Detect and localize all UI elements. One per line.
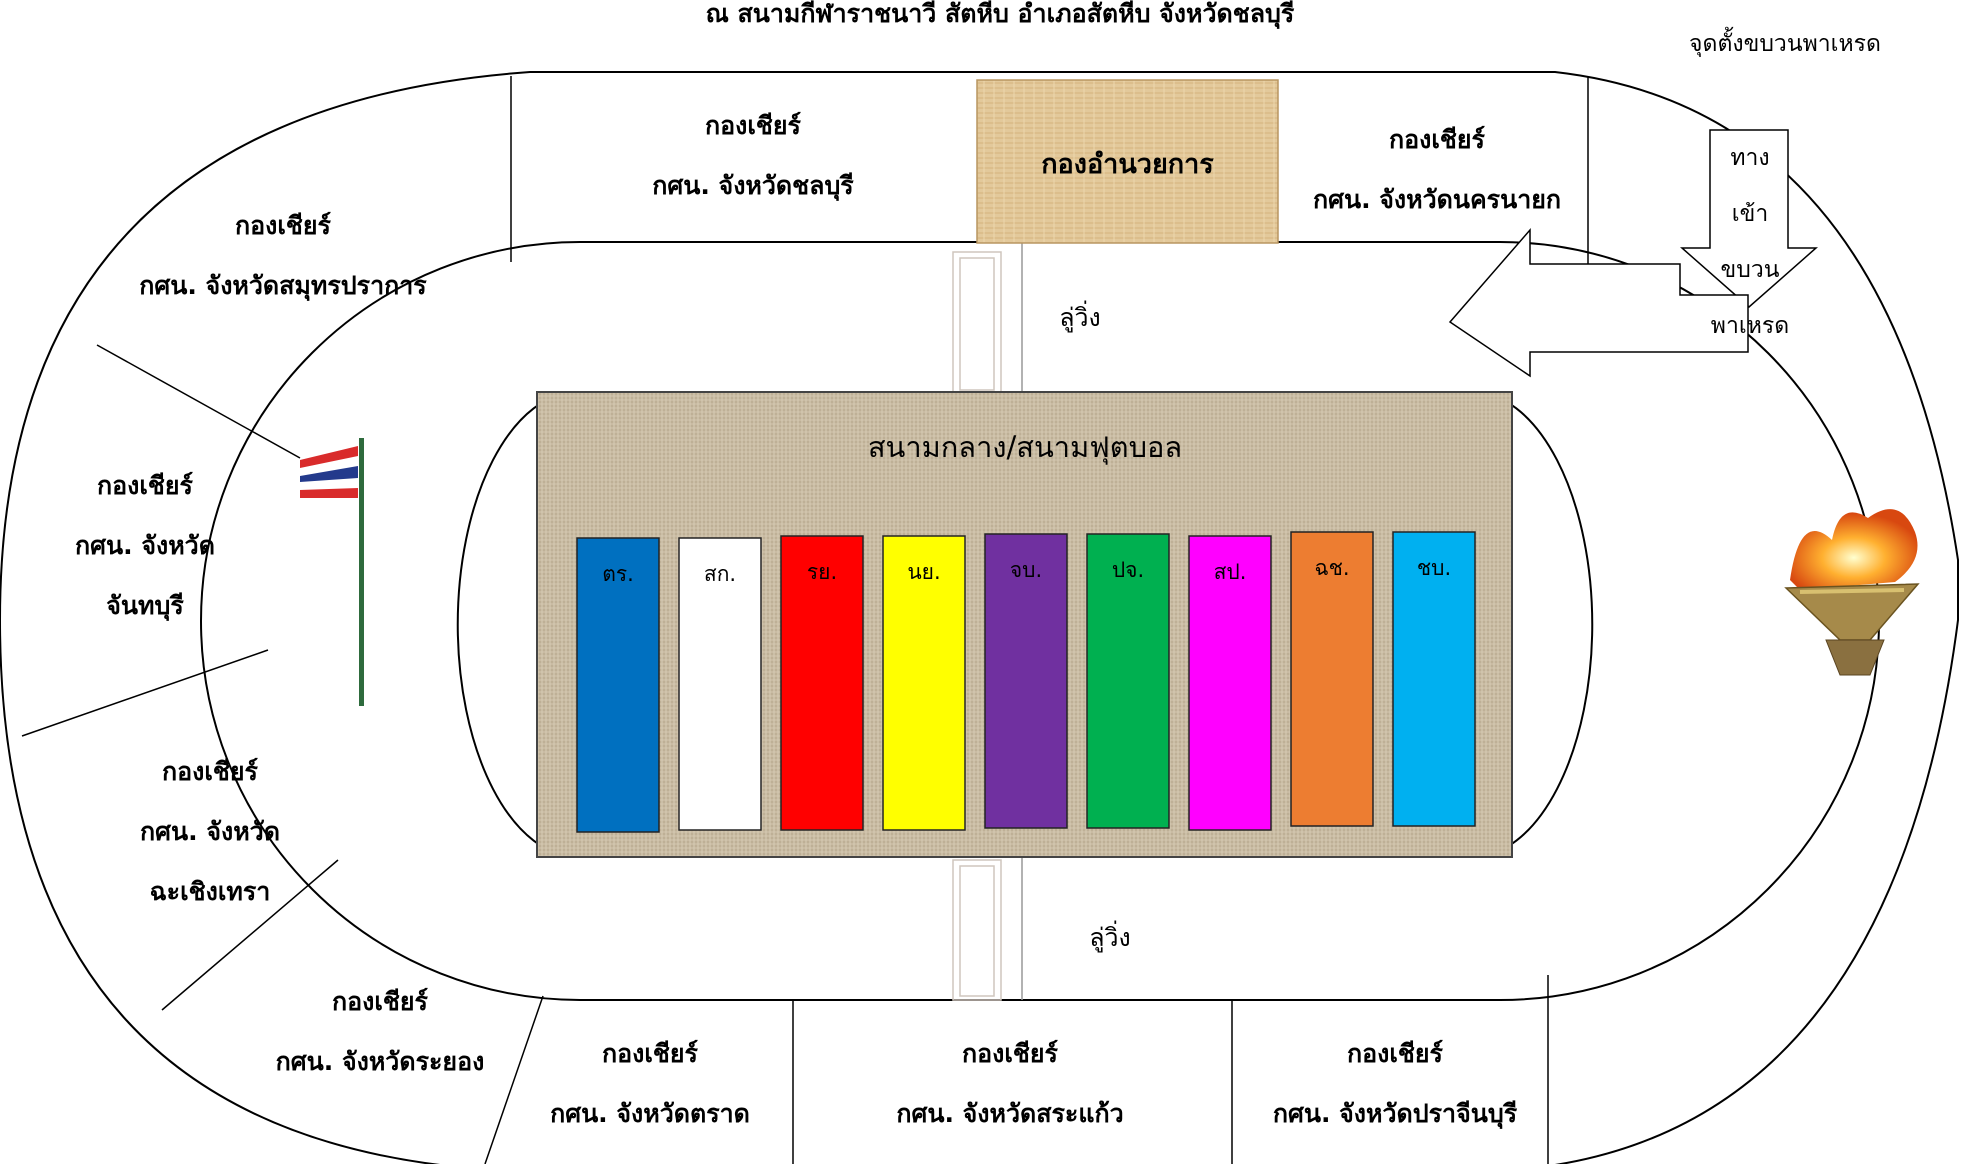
parade-column [678, 537, 762, 831]
cheer-province: กศน. จังหวัดชลบุรี [652, 171, 854, 200]
parade-column [780, 535, 864, 831]
down-arrow-icon [1680, 129, 1818, 308]
entrance-line-2: เข้า [1731, 201, 1769, 227]
venue-title: ณ สนามกีฬาราชนาวี สัตหีบ อำเภอสัตหีบ จัง… [705, 0, 1295, 28]
parade-columns [576, 531, 1476, 833]
cheer-province-name: ฉะเชิงเทรา [149, 877, 271, 906]
cheer-section-nakhon-nayok: กองเชียร์ กศน. จังหวัดนครนายก [1282, 110, 1592, 230]
parade-column-label: ปจ. [1111, 558, 1145, 582]
parade-column-label: ชบ. [1416, 556, 1452, 580]
parade-column-label: สป. [1213, 560, 1247, 584]
cheer-province: กศน. จังหวัดสมุทรปราการ [139, 271, 427, 300]
cheer-heading: กองเชียร์ [1389, 125, 1485, 154]
cheer-section-chonburi: กองเชียร์ กศน. จังหวัดชลบุรี [568, 96, 938, 216]
parade-column-label: สก. [703, 562, 737, 586]
committee-box [976, 79, 1279, 244]
parade-column [984, 533, 1068, 829]
cheer-section-rayong: กองเชียร์ กศน. จังหวัดระยอง [230, 972, 530, 1092]
left-arrow-icon [1448, 227, 1749, 378]
entrance-line-1: ทาง [1730, 145, 1770, 171]
parade-column-label: นย. [907, 560, 941, 584]
committee-label: กองอำนวยการ [1041, 149, 1214, 180]
parade-column [882, 535, 966, 831]
parade-column-label: ฉช. [1314, 556, 1350, 580]
cheer-province-name: จันทบุรี [106, 591, 184, 620]
cheer-province: กศน. จังหวัด [140, 817, 280, 846]
parade-column-label: ตร. [602, 562, 634, 586]
cheer-province: กศน. จังหวัดระยอง [275, 1047, 485, 1076]
parade-column [1290, 531, 1374, 827]
cheer-heading: กองเชียร์ [162, 757, 258, 786]
entrance-label: ทาง เข้า ขบวน พาเหรด [1680, 130, 1820, 354]
section-dividers [21, 76, 1589, 1164]
cheer-section-prachinburi: กองเชียร์ กศน. จังหวัดปราจีนบุรี [1245, 1024, 1545, 1144]
cheer-section-sa-kaeo: กองเชียร์ กศน. จังหวัดสระแก้ว [860, 1024, 1160, 1144]
torch-cauldron-icon [1784, 509, 1920, 676]
parade-column [576, 537, 660, 833]
parade-column-label: รย. [806, 560, 838, 584]
track-label-top: ลู่วิ่ง [1059, 303, 1101, 332]
cheer-heading: กองเชียร์ [1347, 1039, 1443, 1068]
track-label-bottom: ลู่วิ่ง [1089, 923, 1131, 952]
cheer-section-chanthaburi: กองเชียร์ กศน. จังหวัด จันทบุรี [40, 456, 250, 636]
cheer-heading: กองเชียร์ [705, 111, 801, 140]
field-label: สนามกลาง/สนามฟุตบอล [867, 430, 1183, 464]
cheer-province: กศน. จังหวัด [75, 531, 215, 560]
outer-stadium-outline [0, 71, 1959, 1164]
cheer-province: กศน. จังหวัดนครนายก [1312, 185, 1562, 214]
cheer-heading: กองเชียร์ [602, 1039, 698, 1068]
parade-column [1188, 535, 1272, 831]
parade-point-label: จุดตั้งขบวนพาเหรด [1689, 31, 1881, 57]
cheer-province: กศน. จังหวัดตราด [550, 1099, 750, 1128]
parade-column [1086, 533, 1170, 829]
thai-flag-icon [300, 438, 364, 706]
cheer-heading: กองเชียร์ [235, 211, 331, 240]
cheer-section-trat: กองเชียร์ กศน. จังหวัดตราด [520, 1024, 780, 1144]
cheer-section-samut-prakan: กองเชียร์ กศน. จังหวัดสมุทรปราการ [98, 196, 468, 316]
parade-column [1392, 531, 1476, 827]
cheer-heading: กองเชียร์ [962, 1039, 1058, 1068]
parade-column-label: จบ. [1009, 558, 1043, 582]
cheer-heading: กองเชียร์ [332, 987, 428, 1016]
cheer-province: กศน. จังหวัดปราจีนบุรี [1272, 1099, 1518, 1128]
cheer-heading: กองเชียร์ [97, 471, 193, 500]
cheer-province: กศน. จังหวัดสระแก้ว [896, 1099, 1124, 1128]
cheer-section-chachoengsao: กองเชียร์ กศน. จังหวัด ฉะเชิงเทรา [100, 742, 320, 922]
entrance-line-3: ขบวน [1720, 257, 1780, 283]
entrance-line-4: พาเหรด [1710, 313, 1790, 339]
